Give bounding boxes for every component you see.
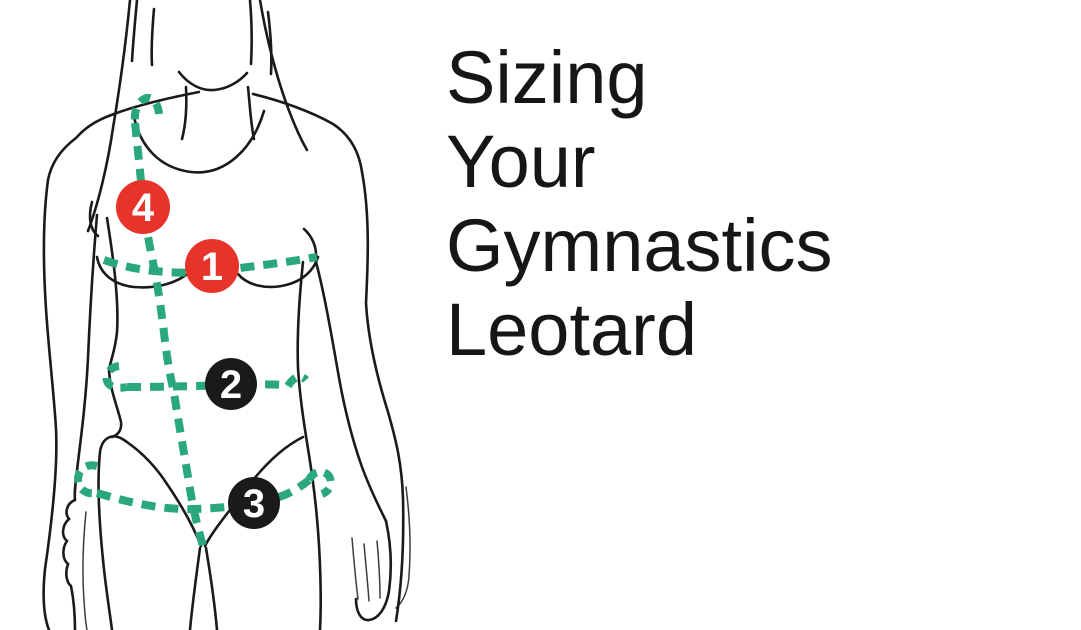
chin-line [177,70,249,92]
shoulder-right-line [251,92,364,174]
marker-2-number: 2 [220,363,242,407]
body-side-left [105,216,123,439]
marker-3-hips: 3 [228,477,280,529]
marker-4-circle [116,180,170,234]
figure-outline [42,0,411,630]
torso-measure-line [131,122,207,548]
title-line: Leotard [446,288,697,371]
arm-left-outer [42,178,58,630]
hand-right-finger [376,540,381,599]
hip-measure-line [95,476,312,514]
marker-1-number: 1 [201,245,223,289]
hand-left-outline [61,498,77,630]
title-line: Sizing [446,36,648,119]
shoulder-left-line [46,90,201,182]
arm-right-inner [314,260,388,523]
hair-left-outer [86,0,132,233]
hand-right-thumb [395,486,411,609]
measuring-tape-lines [73,93,335,548]
marker-3-circle [228,477,280,529]
leg-left-lower [101,558,114,630]
inner-leg-right [204,546,219,630]
leg-opening-left [97,435,203,562]
marker-2-circle [205,358,257,410]
neck-left-line [180,85,188,141]
inner-leg-left [188,546,202,630]
hand-right-finger [363,543,370,602]
marker-3-number: 3 [243,482,265,526]
hip-measure-hook-right [305,467,335,498]
hip-measure-hook-left [73,461,99,498]
hair-right-outer [258,0,309,152]
waist-measure-hook-left [102,362,128,392]
waist-measure-hook-right [284,372,310,389]
marker-4-number: 4 [132,186,155,230]
body-side-right [296,260,322,630]
marker-1-circle [185,239,239,293]
title-line: Your [446,120,596,203]
bust-left-curve [95,255,192,289]
measurement-markers: 1 2 3 4 [116,180,280,529]
hair-left-strand [150,7,156,67]
marker-1-bust: 1 [185,239,239,293]
marker-4-torso: 4 [116,180,170,234]
arm-right-outer [360,170,405,623]
arm-left-inner [73,213,99,502]
hair-right-strand [266,10,273,76]
leotard-sizing-diagram: 1 2 3 4 [42,0,411,630]
hair-left-strand [130,0,139,63]
page-title: Sizing Your Gymnastics Leotard [446,36,833,372]
hair-right-strand [248,0,253,66]
hand-left-finger [82,511,88,630]
marker-2-waist: 2 [205,358,257,410]
leotard-neckline [131,109,266,174]
title-line: Gymnastics [446,204,833,287]
torso-measure-shoulder-hook [130,93,163,124]
hand-right-outline [354,519,392,622]
hand-right-finger [351,537,359,600]
bust-right-curve [236,255,320,289]
